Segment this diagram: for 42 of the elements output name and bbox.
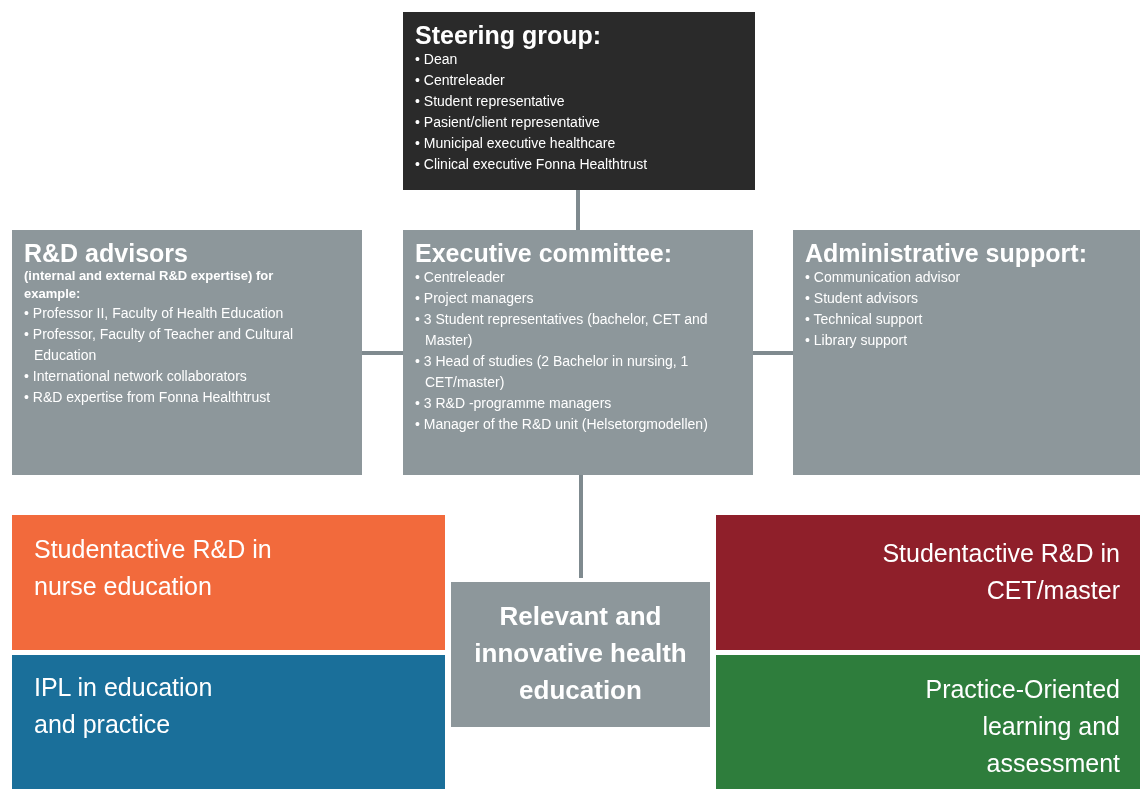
bullet-item: • International network collaborators [24, 367, 248, 386]
connector-line [576, 190, 580, 230]
bullet-item: • Pasient/client representative [415, 113, 601, 132]
bullet-item: • Centreleader [415, 268, 506, 287]
focus-area-panel [716, 515, 1140, 650]
bullet-item: • 3 Head of studies (2 Bachelor in nursing, 1 CET/master) [415, 352, 690, 392]
focus-area-panel [12, 655, 445, 789]
bullet-item: • Professor, Faculty of Teacher and Cultural Education [24, 325, 295, 365]
bullet-item: • 3 Student representatives (bachelor, CET and Master) [415, 310, 709, 350]
bullet-item: • Clinical executive Fonna Healthtrust [415, 155, 649, 174]
focus-area-title: Studentactive R&D in nurse education [34, 534, 273, 602]
focus-area-panel [12, 515, 445, 650]
bullet-item: • Centreleader [415, 71, 506, 90]
focus-area-title: IPL in education and practice [34, 672, 214, 740]
advisors-box [12, 230, 362, 475]
bullet-item: • R&D expertise from Fonna Healthtrust [24, 388, 272, 407]
bullet-item: • Student advisors [805, 289, 920, 308]
centre-title: Relevant and innovative health education [473, 600, 688, 707]
connector-line [362, 351, 403, 355]
bullet-item: • Dean [415, 50, 459, 69]
bullet-item: • Technical support [805, 310, 924, 329]
box-heading: Administrative support: [805, 240, 1088, 267]
bullet-item: • Communication advisor [805, 268, 962, 287]
bullet-item: • Professor II, Faculty of Health Education [24, 304, 285, 323]
bullet-item: • Manager of the R&D unit (Helsetorgmodellen) [415, 415, 709, 434]
connector-line [753, 351, 793, 355]
box-heading: Executive committee: [415, 240, 674, 267]
bullet-item: • Library support [805, 331, 909, 350]
bullet-item: • Project managers [415, 289, 535, 308]
box-heading: R&D advisors [24, 240, 189, 267]
bullet-item: • Municipal executive healthcare [415, 134, 617, 153]
bullet-item: • 3 R&D -programme managers [415, 394, 613, 413]
focus-area-title: Studentactive R&D in CET/master [881, 538, 1120, 606]
focus-area-title: Practice-Oriented learning and assessment [924, 674, 1120, 779]
box-heading: Steering group: [415, 22, 603, 49]
steering-group-box [403, 12, 755, 190]
executive-committee-box [403, 230, 753, 475]
connector-line [579, 475, 583, 578]
subheading: (internal and external R&D expertise) for example: [24, 267, 275, 303]
focus-area-panel [716, 655, 1140, 789]
bullet-item: • Student representative [415, 92, 566, 111]
administrative-support-box [793, 230, 1140, 475]
